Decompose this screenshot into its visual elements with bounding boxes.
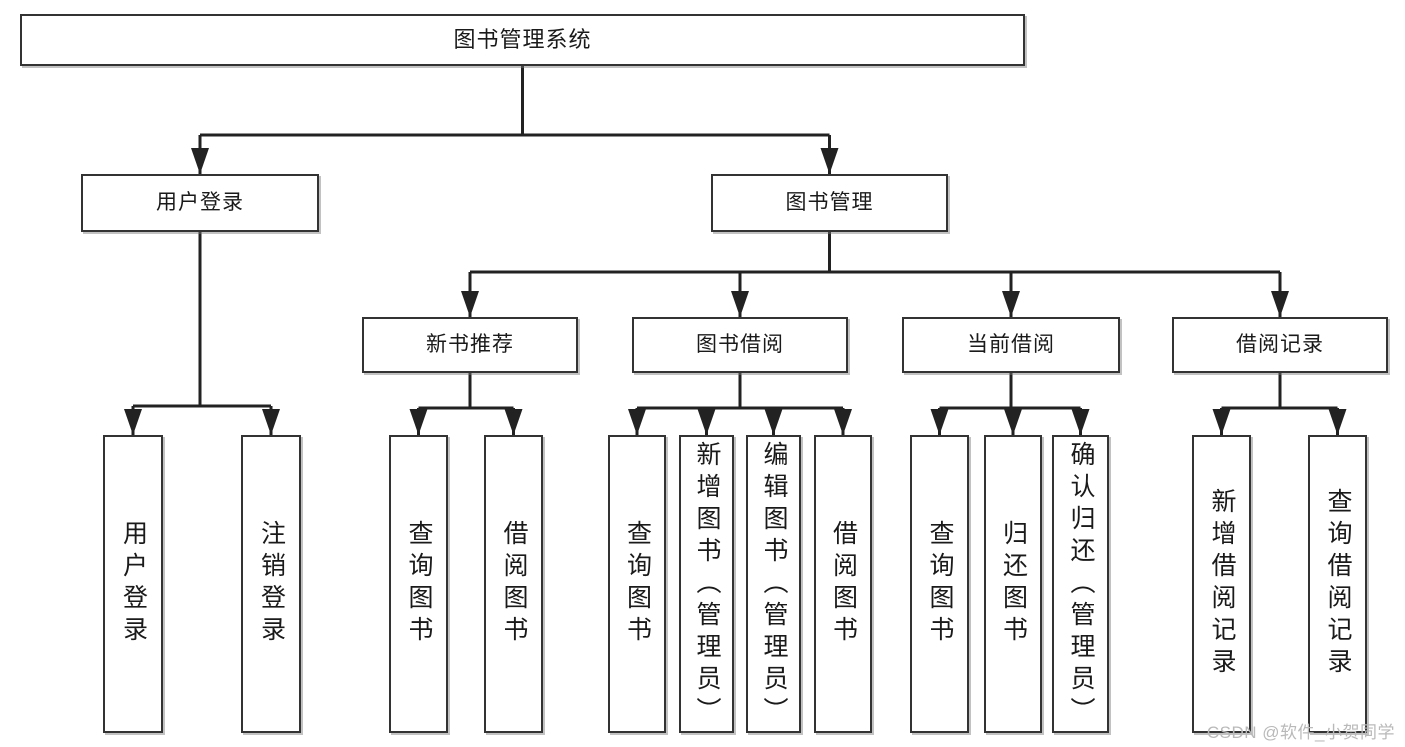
connector-arrowhead bbox=[262, 409, 280, 435]
node-label: 图书管理 bbox=[785, 190, 874, 214]
connector-arrowhead bbox=[820, 148, 839, 174]
node-label-wrap: 归还图书 bbox=[986, 437, 1040, 731]
node-leaf-new-2[interactable]: 借阅图书 bbox=[484, 435, 543, 733]
node-label: 编辑图书（管理员） bbox=[760, 441, 788, 729]
node-leaf-cur-1[interactable]: 查询图书 bbox=[910, 435, 969, 733]
node-label: 新书推荐 bbox=[426, 332, 514, 356]
node-leaf-login-1[interactable]: 用户登录 bbox=[103, 435, 163, 733]
node-leaf-new-1[interactable]: 查询图书 bbox=[389, 435, 448, 733]
node-label: 新增图书（管理员） bbox=[693, 441, 721, 729]
node-label: 查询图书 bbox=[623, 520, 652, 648]
node-label: 借阅记录 bbox=[1236, 332, 1324, 356]
connector-arrowhead bbox=[1212, 409, 1231, 435]
node-root[interactable]: 图书管理系统 bbox=[20, 14, 1025, 66]
node-leaf-borrow-4[interactable]: 借阅图书 bbox=[814, 435, 872, 733]
node-label: 用户登录 bbox=[119, 520, 148, 648]
node-label-wrap: 新增图书（管理员） bbox=[681, 437, 732, 731]
connector-arrowhead bbox=[191, 148, 209, 174]
node-label-wrap: 查询图书 bbox=[610, 437, 664, 731]
node-label-wrap: 用户登录 bbox=[105, 437, 161, 731]
connector-arrowhead bbox=[697, 409, 716, 435]
connector-arrowhead bbox=[1002, 291, 1020, 317]
node-label: 归还图书 bbox=[999, 520, 1028, 648]
node-label: 借阅图书 bbox=[500, 520, 528, 648]
node-leaf-cur-2[interactable]: 归还图书 bbox=[984, 435, 1042, 733]
node-label: 当前借阅 bbox=[967, 332, 1055, 356]
connector-arrowhead bbox=[1004, 409, 1022, 435]
node-newbook[interactable]: 新书推荐 bbox=[362, 317, 578, 373]
node-label-wrap: 新增借阅记录 bbox=[1194, 437, 1249, 731]
connector-arrowhead bbox=[764, 409, 783, 435]
node-label: 图书管理系统 bbox=[453, 26, 592, 52]
node-current[interactable]: 当前借阅 bbox=[902, 317, 1120, 373]
node-label-wrap: 查询图书 bbox=[912, 437, 967, 731]
node-label-wrap: 查询图书 bbox=[391, 437, 446, 731]
connector-arrowhead bbox=[628, 409, 646, 435]
connector-arrowhead bbox=[461, 291, 479, 317]
connector-arrowhead bbox=[731, 291, 749, 317]
node-label: 图书借阅 bbox=[696, 332, 784, 356]
connector-arrowhead bbox=[1071, 409, 1090, 435]
node-label: 新增借阅记录 bbox=[1208, 488, 1236, 680]
node-label: 查询图书 bbox=[926, 520, 954, 648]
node-leaf-login-2[interactable]: 注销登录 bbox=[241, 435, 301, 733]
connector-arrowhead bbox=[930, 409, 949, 435]
node-label-wrap: 借阅图书 bbox=[486, 437, 541, 731]
node-bookmgmt[interactable]: 图书管理 bbox=[711, 174, 948, 232]
node-label: 查询借阅记录 bbox=[1324, 488, 1352, 680]
node-leaf-rec-2[interactable]: 查询借阅记录 bbox=[1308, 435, 1367, 733]
node-label: 注销登录 bbox=[257, 520, 286, 648]
connector-arrowhead bbox=[1328, 409, 1347, 435]
connector-arrowhead bbox=[409, 409, 428, 435]
node-label-wrap: 借阅图书 bbox=[816, 437, 870, 731]
node-leaf-cur-3[interactable]: 确认归还（管理员） bbox=[1052, 435, 1109, 733]
node-borrow[interactable]: 图书借阅 bbox=[632, 317, 848, 373]
node-label-wrap: 编辑图书（管理员） bbox=[748, 437, 799, 731]
connector-arrowhead bbox=[1271, 291, 1289, 317]
node-label: 用户登录 bbox=[156, 190, 244, 214]
node-leaf-borrow-3[interactable]: 编辑图书（管理员） bbox=[746, 435, 801, 733]
node-label: 借阅图书 bbox=[829, 520, 858, 648]
csdn-watermark: CSDN @软件_小贺同学 bbox=[1206, 723, 1395, 742]
node-label: 查询图书 bbox=[405, 520, 433, 648]
node-records[interactable]: 借阅记录 bbox=[1172, 317, 1388, 373]
node-leaf-borrow-2[interactable]: 新增图书（管理员） bbox=[679, 435, 734, 733]
connector-arrowhead bbox=[124, 409, 142, 435]
node-leaf-borrow-1[interactable]: 查询图书 bbox=[608, 435, 666, 733]
node-label-wrap: 注销登录 bbox=[243, 437, 299, 731]
connector-arrowhead bbox=[834, 409, 852, 435]
node-label-wrap: 查询借阅记录 bbox=[1310, 437, 1365, 731]
node-label-wrap: 确认归还（管理员） bbox=[1054, 437, 1107, 731]
node-leaf-rec-1[interactable]: 新增借阅记录 bbox=[1192, 435, 1251, 733]
node-login[interactable]: 用户登录 bbox=[81, 174, 319, 232]
connector-arrowhead bbox=[504, 409, 523, 435]
node-label: 确认归还（管理员） bbox=[1067, 441, 1095, 729]
